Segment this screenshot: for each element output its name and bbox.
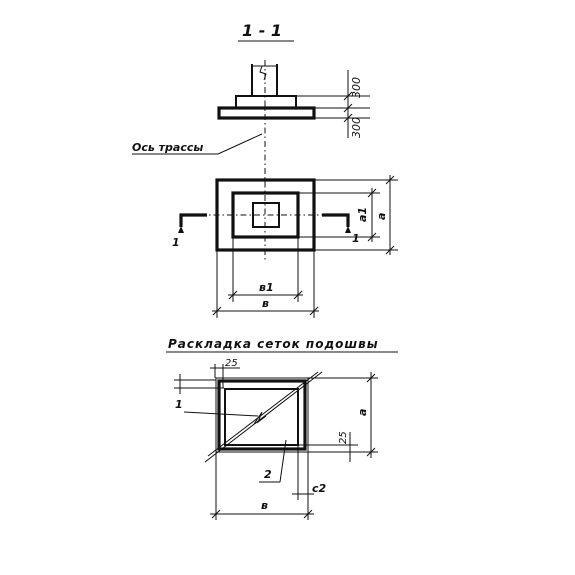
dim-tick-1 bbox=[343, 91, 353, 101]
callout-1-leader bbox=[183, 411, 259, 417]
mesh-dim-b-tick-right bbox=[303, 509, 313, 519]
cut-arrow-left bbox=[178, 226, 184, 233]
break-line-upper bbox=[207, 371, 319, 457]
section-view: 1 - 1 300 300 Ось трассы bbox=[132, 21, 370, 155]
dim-a-label: a bbox=[375, 213, 388, 220]
dim-a1-tick-top bbox=[367, 188, 377, 198]
mesh-heading: Раскладка сеток подошвы bbox=[168, 337, 379, 351]
dim-b1-tick-right bbox=[293, 290, 303, 300]
break-line-lower bbox=[204, 371, 323, 463]
column-break-mark bbox=[252, 65, 267, 81]
mesh-1-outline bbox=[217, 379, 307, 451]
dim-300-top: 300 bbox=[350, 77, 363, 98]
callout-2-leader bbox=[279, 439, 287, 483]
mesh-dim-b-tick-left bbox=[211, 509, 221, 519]
mesh-dim-a-label: a bbox=[356, 409, 369, 416]
cut-mark-left bbox=[179, 213, 207, 227]
axis-label: Ось трассы bbox=[132, 141, 203, 154]
dim-a-tick-bottom bbox=[385, 245, 395, 255]
cut-arrow-right bbox=[345, 226, 351, 233]
plan-column-rect bbox=[252, 202, 280, 228]
mesh-layout: Раскладка сеток подошвы 25 25 a 1 bbox=[166, 337, 398, 520]
dim-a-tick-top bbox=[385, 175, 395, 185]
offset-right-label: 25 bbox=[338, 431, 349, 444]
cut-label-left: 1 bbox=[172, 236, 180, 249]
section-title: 1 - 1 bbox=[242, 21, 282, 40]
cut-mark-right bbox=[322, 213, 350, 227]
dim-tick-3 bbox=[343, 113, 353, 123]
dim-b-tick-right bbox=[309, 306, 319, 316]
cut-label-right: 1 bbox=[352, 232, 360, 245]
dim-a1-tick-bottom bbox=[367, 232, 377, 242]
footing-upper-step bbox=[235, 95, 297, 109]
callout-2-label: 2 bbox=[264, 468, 272, 481]
dim-tick-2 bbox=[343, 103, 353, 113]
dim-a1-label: a1 bbox=[356, 207, 369, 222]
mesh-dim-a-tick-top bbox=[366, 373, 376, 383]
dim-b-label: в bbox=[262, 297, 269, 310]
dim-b-tick-left bbox=[212, 306, 222, 316]
mesh-dim-b-label: в bbox=[261, 499, 268, 512]
plan-view: 1 1 a1 a в1 в bbox=[172, 175, 398, 318]
footing-lower-step bbox=[217, 106, 316, 120]
c2-label: с2 bbox=[312, 482, 327, 495]
axis-leader bbox=[217, 133, 263, 155]
break-zigzag bbox=[253, 411, 267, 425]
mesh-2-outline bbox=[224, 388, 299, 446]
dim-b1-tick-left bbox=[228, 290, 238, 300]
mesh-dim-a-tick-bottom bbox=[366, 447, 376, 457]
dim-300-bottom: 300 bbox=[350, 117, 363, 138]
dim-b1-label: в1 bbox=[259, 281, 274, 294]
callout-1-label: 1 bbox=[175, 398, 183, 411]
offset-top-label: 25 bbox=[225, 358, 238, 369]
mesh-outer-outline bbox=[215, 377, 309, 453]
